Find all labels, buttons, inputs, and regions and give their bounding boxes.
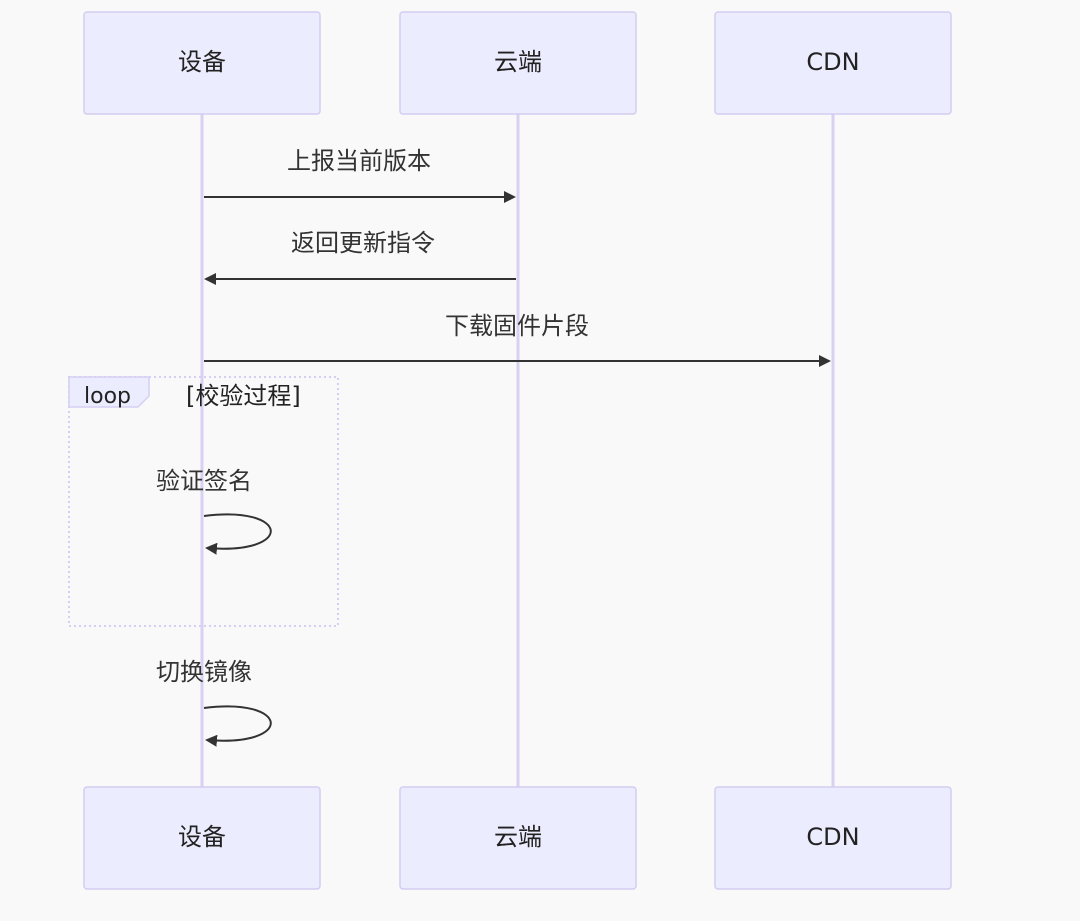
- actor-bottom-cloud: 云端: [399, 786, 637, 890]
- actor-bottom-cdn: CDN: [714, 786, 952, 890]
- message-verify-signature: 验证签名: [156, 467, 272, 555]
- actor-box: [83, 11, 321, 115]
- message-switch-image: 切换镜像: [156, 658, 272, 747]
- loop-tag-box: [68, 376, 150, 408]
- actor-top-device: 设备: [83, 11, 321, 115]
- message-download-firmware: 下载固件片段: [204, 312, 831, 367]
- actor-top-cdn: CDN: [714, 11, 952, 115]
- actor-label: 设备: [178, 823, 226, 851]
- actor-box: [714, 786, 952, 890]
- message-label: 切换镜像: [156, 658, 252, 686]
- loop-border: [68, 376, 339, 627]
- message-label: 下载固件片段: [445, 312, 589, 340]
- actor-label: CDN: [806, 48, 859, 76]
- actor-label: 云端: [494, 823, 542, 851]
- message-label: 返回更新指令: [291, 229, 435, 257]
- actor-box: [399, 11, 637, 115]
- actor-label: 设备: [178, 48, 226, 76]
- actor-box: [399, 786, 637, 890]
- actor-top-cloud: 云端: [399, 11, 637, 115]
- actor-box: [714, 11, 952, 115]
- self-call-arrow: [203, 705, 272, 747]
- actor-label: CDN: [806, 823, 859, 851]
- message-label: 验证签名: [156, 467, 252, 495]
- loop-condition: [校验过程]: [186, 382, 301, 410]
- actor-box: [83, 786, 321, 890]
- self-call-arrow: [203, 513, 272, 555]
- message-report-version: 上报当前版本: [204, 147, 516, 203]
- loop-tag-label: loop: [84, 384, 131, 409]
- actor-bottom-device: 设备: [83, 786, 321, 890]
- loop-frame: loop [校验过程]: [68, 376, 339, 627]
- actor-label: 云端: [494, 48, 542, 76]
- message-return-command: 返回更新指令: [204, 229, 516, 285]
- message-label: 上报当前版本: [287, 147, 431, 175]
